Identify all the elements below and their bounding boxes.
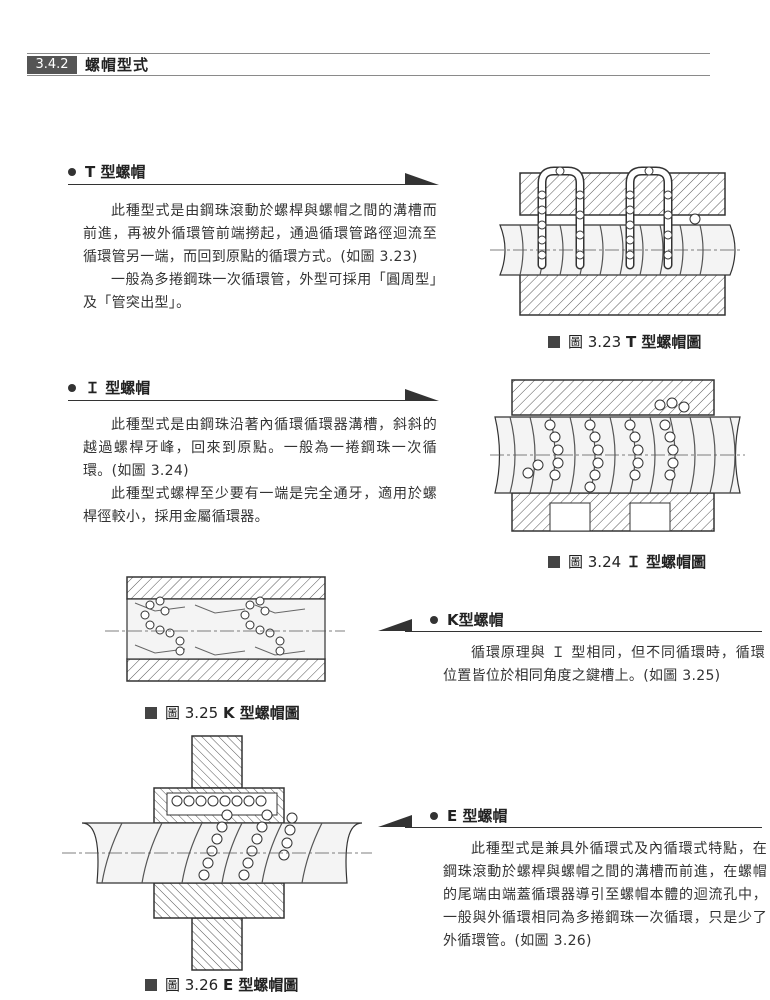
bullet-icon [430, 615, 438, 624]
i-type-heading-text: Ｉ 型螺帽 [85, 379, 151, 397]
figure-3-25-k-type-nut [105, 576, 345, 682]
figure-3-23-number: 圖 3.23 [568, 333, 622, 351]
i-type-paragraph-1: 此種型式是由鋼珠沿著內循環循環器溝槽，斜斜的越過螺桿牙峰，回來到原點。一般為一捲… [83, 417, 437, 479]
figure-3-23-title: T 型螺帽圖 [625, 333, 702, 351]
t-type-heading: T 型螺帽 [68, 162, 145, 182]
figure-3-26-number: 圖 3.26 [165, 976, 219, 994]
header-rule-top [27, 53, 710, 54]
section-title: 螺帽型式 [85, 56, 150, 74]
i-type-heading: Ｉ 型螺帽 [68, 378, 150, 398]
t-type-wedge-icon [405, 173, 439, 185]
t-type-body: 此種型式是由鋼珠滾動於螺桿與螺帽之間的溝槽而前進，再被外循環管前端撈起，通過循環… [83, 200, 437, 315]
figure-3-25-number: 圖 3.25 [165, 704, 219, 722]
figure-3-24-number: 圖 3.24 [568, 553, 622, 571]
figure-3-24-caption: 圖 3.24 Ｉ 型螺帽圖 [548, 552, 706, 572]
caption-square-icon [145, 706, 157, 719]
t-type-paragraph-1: 此種型式是由鋼珠滾動於螺桿與螺帽之間的溝槽而前進，再被外循環管前端撈起，通過循環… [83, 203, 437, 265]
k-type-paragraph-1: 循環原理與 Ｉ 型相同，但不同循環時，循環位置皆位於相同角度之鍵槽上。(如圖 3… [443, 645, 765, 684]
e-type-heading: E 型螺帽 [430, 806, 507, 826]
figure-3-26-e-type-nut [62, 735, 372, 971]
figure-3-26-caption: 圖 3.26 E 型螺帽圖 [145, 975, 298, 995]
figure-3-24-title: Ｉ 型螺帽圖 [625, 553, 707, 571]
t-type-heading-text: T 型螺帽 [85, 163, 146, 181]
bullet-icon [68, 383, 76, 392]
k-type-rule [405, 631, 762, 632]
figure-3-25-caption: 圖 3.25 K 型螺帽圖 [145, 703, 300, 723]
e-type-paragraph-1: 此種型式是兼具外循環式及內循環式特點，在鋼珠滾動於螺桿與螺帽之間的溝槽而前進，在… [443, 841, 767, 949]
t-type-rule [68, 184, 411, 185]
t-type-paragraph-2: 一般為多捲鋼珠一次循環管，外型可採用「圓周型」及「管突出型」。 [83, 272, 437, 311]
k-type-heading: K型螺帽 [430, 610, 504, 630]
e-type-wedge-icon [378, 815, 412, 827]
i-type-paragraph-2: 此種型式螺桿至少要有一端是完全通牙，適用於螺桿徑較小，採用金屬循環器。 [83, 486, 437, 525]
i-type-body: 此種型式是由鋼珠沿著內循環循環器溝槽，斜斜的越過螺桿牙峰，回來到原點。一般為一捲… [83, 414, 437, 529]
e-type-heading-text: E 型螺帽 [447, 807, 508, 825]
i-type-rule [68, 400, 411, 401]
figure-3-23-caption: 圖 3.23 T 型螺帽圖 [548, 332, 701, 352]
bullet-icon [430, 811, 438, 820]
figure-3-23-t-type-nut [490, 166, 740, 316]
e-type-rule [405, 827, 762, 828]
caption-square-icon [548, 335, 560, 348]
bullet-icon [68, 167, 76, 176]
e-type-body: 此種型式是兼具外循環式及內循環式特點，在鋼珠滾動於螺桿與螺帽之間的溝槽而前進，在… [443, 838, 767, 953]
figure-3-25-title: K 型螺帽圖 [222, 704, 300, 722]
header-rule-bottom [27, 75, 710, 76]
k-type-body: 循環原理與 Ｉ 型相同，但不同循環時，循環位置皆位於相同角度之鍵槽上。(如圖 3… [443, 642, 765, 688]
caption-square-icon [548, 555, 560, 568]
caption-square-icon [145, 978, 157, 991]
section-number: 3.4.2 [27, 56, 77, 74]
figure-3-24-i-type-nut [490, 379, 745, 532]
k-type-heading-text: K型螺帽 [447, 611, 504, 629]
i-type-wedge-icon [405, 389, 439, 401]
figure-3-26-title: E 型螺帽圖 [222, 976, 299, 994]
k-type-wedge-icon [378, 619, 412, 631]
